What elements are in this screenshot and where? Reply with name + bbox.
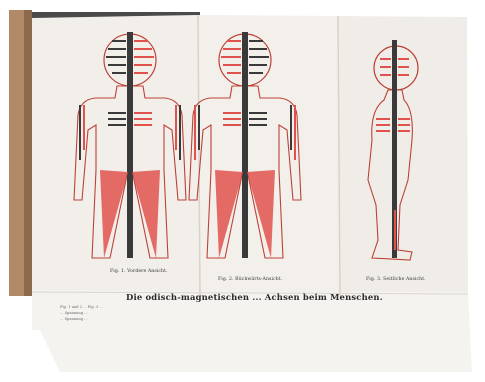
figure-1-caption: Fig. 1. Vordere Ansicht. <box>110 269 168 274</box>
figure-2-caption: Fig. 2. Rückwärts-Ansicht. <box>218 277 282 282</box>
figure-3-caption: Fig. 3. Seitliche Ansicht. <box>366 277 426 282</box>
description-line-1: Fig. 1 und 2 ... Fig. 3 ... <box>60 305 460 309</box>
description-line-3: ... Spannung ... <box>60 317 460 321</box>
plate-title: Die odisch-magnetischen ... Achsen beim … <box>126 292 426 302</box>
page-bottom-fold <box>32 290 472 372</box>
description-line-2: ... Spannung ... <box>60 311 460 315</box>
